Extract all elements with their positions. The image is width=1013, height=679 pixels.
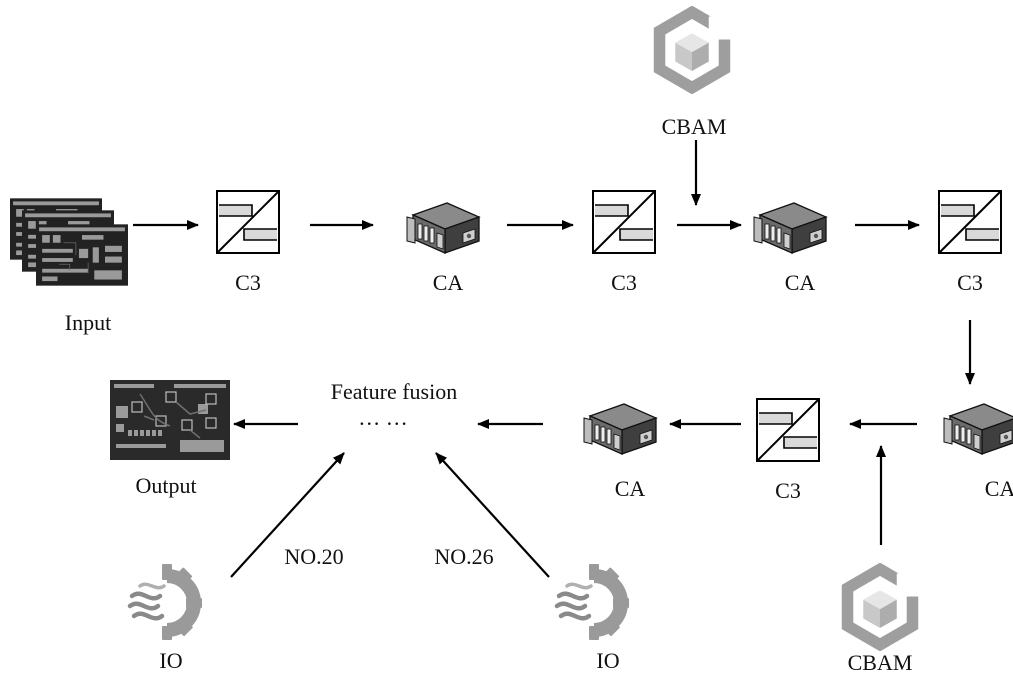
feature-fusion-label: Feature fusion: [331, 379, 457, 404]
c3-label: C3: [775, 478, 801, 503]
ca-server-icon: [943, 403, 1013, 455]
ca-server-icon: [583, 403, 657, 455]
arrow-io26-to-fusion: [435, 452, 550, 578]
input-image-stack: [10, 197, 128, 287]
arrow-io20-to-fusion: [230, 452, 345, 578]
ca-label: CA: [785, 270, 816, 295]
io-label: IO: [596, 648, 619, 673]
ca-server-icon: [753, 202, 827, 254]
ca-label: CA: [615, 476, 646, 501]
feature-fusion-ellipsis: … …: [358, 405, 408, 430]
c3-block-icon: [756, 398, 820, 462]
input-label: Input: [65, 310, 111, 335]
output-board-icon: [110, 380, 230, 460]
io-label: IO: [159, 648, 182, 673]
no20-label: NO.20: [284, 544, 343, 569]
cbam-label: CBAM: [662, 114, 727, 139]
output-label: Output: [135, 473, 196, 498]
ca-label: CA: [433, 270, 464, 295]
io-gear-icon: [557, 564, 629, 640]
io-gear-icon: [130, 564, 202, 640]
ca-label: CA: [985, 476, 1013, 501]
c3-label: C3: [235, 270, 261, 295]
c3-block-icon: [592, 190, 656, 254]
c3-label: C3: [957, 270, 983, 295]
cbam-label: CBAM: [848, 650, 913, 675]
cbam-hexagon-icon: [660, 12, 732, 87]
ca-server-icon: [406, 202, 480, 254]
no26-label: NO.26: [434, 544, 493, 569]
c3-block-icon: [938, 190, 1002, 254]
c3-block-icon: [216, 190, 280, 254]
cbam-hexagon-icon: [848, 569, 920, 644]
c3-label: C3: [611, 270, 637, 295]
